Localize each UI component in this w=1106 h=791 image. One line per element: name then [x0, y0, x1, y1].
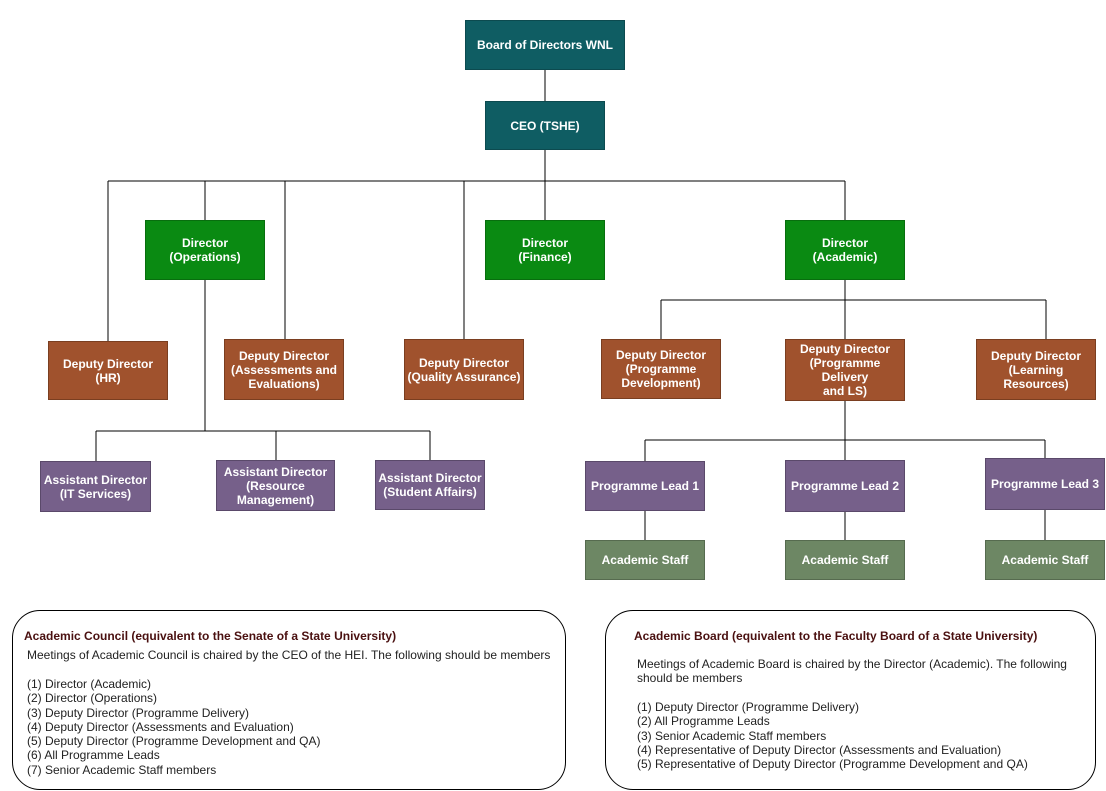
academic-board-members: (1) Deputy Director (Programme Delivery)… [637, 700, 1028, 772]
deputy-director-hr-node: Deputy Director (HR) [48, 341, 168, 400]
academic-council-panel: Academic Council (equivalent to the Sena… [12, 610, 566, 790]
director-academic-node: Director (Academic) [785, 220, 905, 280]
director-operations-node: Director (Operations) [145, 220, 265, 280]
deputy-director-quality-node: Deputy Director (Quality Assurance) [404, 339, 524, 400]
ceo-node: CEO (TSHE) [485, 101, 605, 150]
academic-staff-1-node: Academic Staff [585, 540, 705, 580]
academic-staff-3-node: Academic Staff [985, 540, 1105, 580]
academic-board-title: Academic Board (equivalent to the Facult… [634, 629, 1038, 643]
academic-board-panel: Academic Board (equivalent to the Facult… [605, 610, 1096, 790]
academic-council-title: Academic Council (equivalent to the Sena… [24, 629, 397, 643]
deputy-director-learning-resources-node: Deputy Director (Learning Resources) [976, 339, 1096, 400]
programme-lead-1-node: Programme Lead 1 [585, 461, 705, 511]
deputy-director-programme-development-node: Deputy Director (Programme Development) [601, 339, 721, 399]
programme-lead-3-node: Programme Lead 3 [985, 458, 1105, 510]
board-of-directors-node: Board of Directors WNL [465, 20, 625, 70]
assistant-director-it-node: Assistant Director (IT Services) [40, 461, 151, 512]
deputy-director-programme-delivery-node: Deputy Director (Programme Delivery and … [785, 339, 905, 401]
assistant-director-student-affairs-node: Assistant Director (Student Affairs) [375, 460, 485, 510]
deputy-director-assessments-node: Deputy Director (Assessments and Evaluat… [224, 339, 344, 400]
academic-board-intro: Meetings of Academic Board is chaired by… [637, 657, 1067, 686]
academic-council-members: (1) Director (Academic) (2) Director (Op… [27, 677, 321, 777]
academic-staff-2-node: Academic Staff [785, 540, 905, 580]
assistant-director-resource-node: Assistant Director (Resource Management) [216, 460, 335, 511]
programme-lead-2-node: Programme Lead 2 [785, 460, 905, 512]
academic-council-intro: Meetings of Academic Council is chaired … [27, 648, 551, 662]
director-finance-node: Director (Finance) [485, 220, 605, 280]
